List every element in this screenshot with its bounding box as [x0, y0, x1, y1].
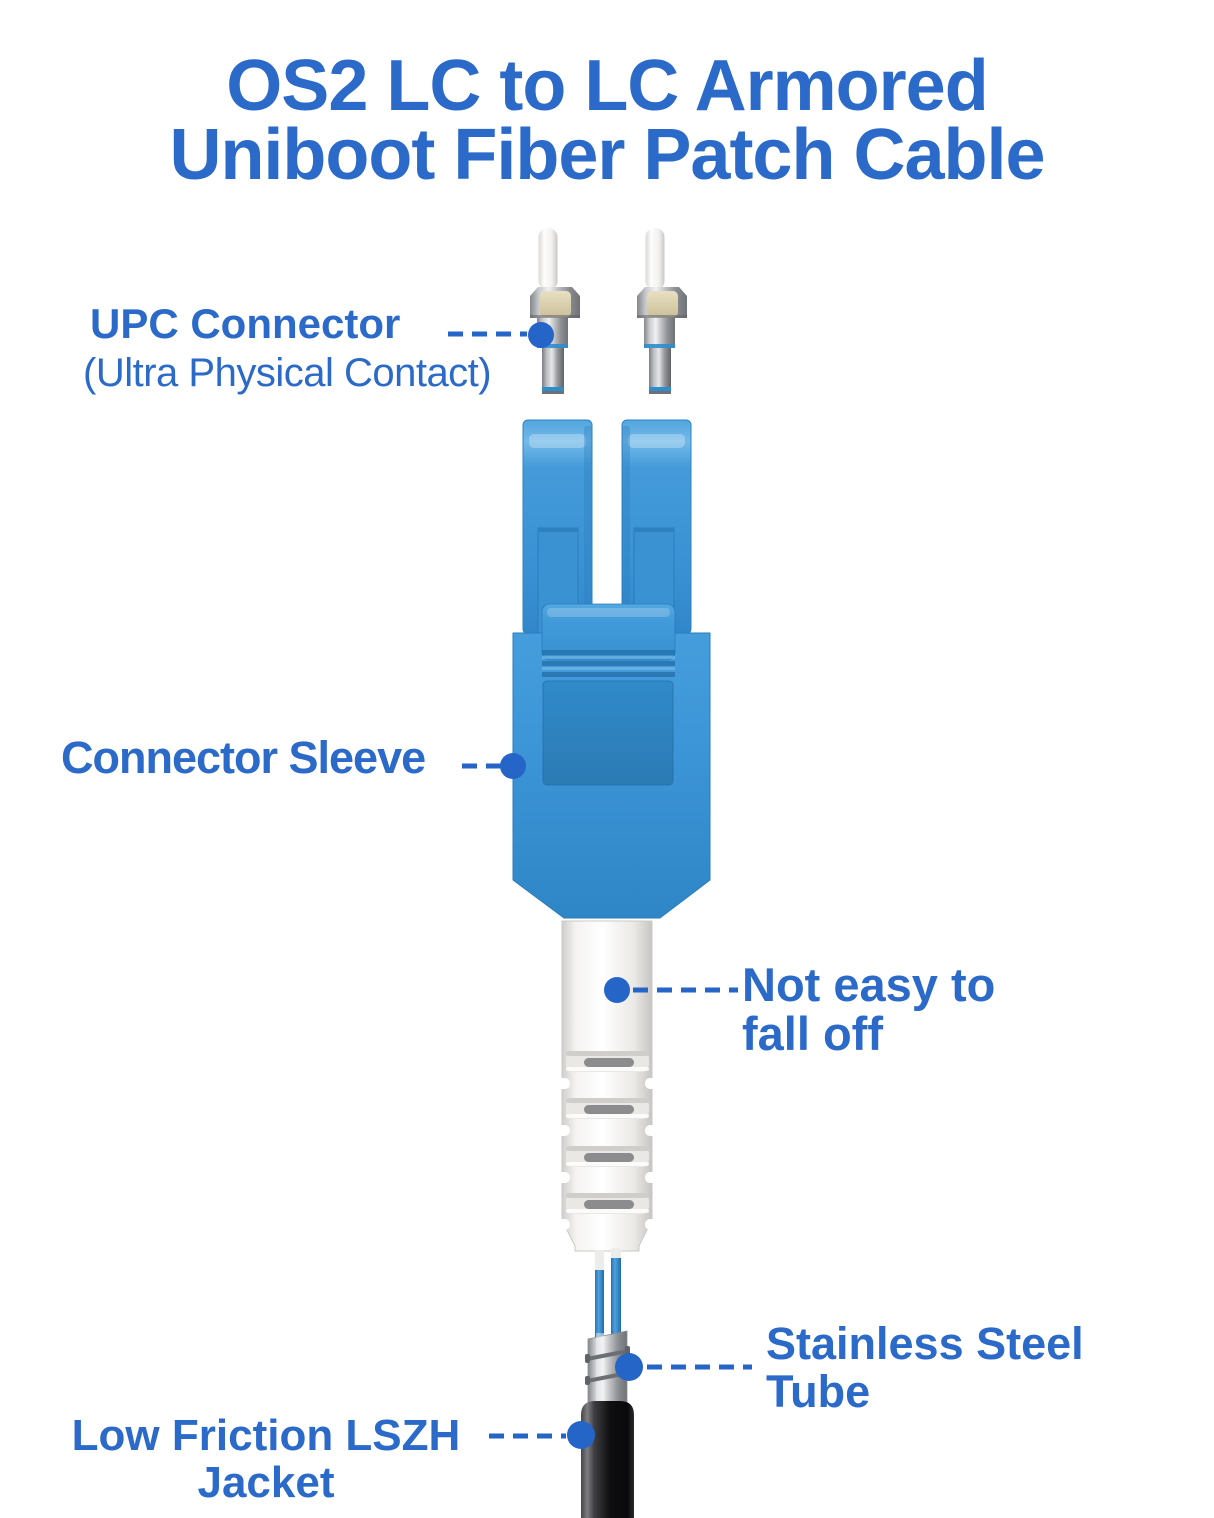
title-line-1: OS2 LC to LC Armored [226, 46, 988, 126]
not-easy-label-line-2: fall off [742, 1007, 883, 1060]
callouts [448, 331, 752, 1439]
title-line-2: Uniboot Fiber Patch Cable [169, 115, 1045, 195]
stainless-steel-tube [585, 1330, 630, 1407]
stainless-steel-tube-label: Stainless Steel Tube [766, 1320, 1084, 1416]
lc-connector-housing [512, 419, 711, 919]
callout-dots [500, 322, 643, 1449]
upc-connector-label-subtitle: (Ultra Physical Contact) [83, 351, 492, 395]
not-easy-to-fall-off-label: Not easy to fall off [742, 960, 995, 1058]
strain-relief-boot [554, 920, 661, 1252]
connector-trigger [541, 603, 676, 786]
tube-label-line-2: Tube [766, 1366, 871, 1417]
tube-callout-dot [615, 1353, 643, 1381]
boot-notches [554, 1078, 661, 1230]
tube-label-line-1: Stainless Steel [766, 1318, 1084, 1369]
sleeve-callout-dot [500, 753, 526, 779]
connector-sleeve-label: Connector Sleeve [61, 732, 426, 783]
lszh-jacket-label: Low Friction LSZH Jacket [40, 1412, 492, 1506]
boot-grooves [566, 1051, 649, 1214]
boot-callout-dot [604, 977, 630, 1003]
jacket-label-line-1: Low Friction LSZH [71, 1411, 461, 1460]
fiber-right [611, 1248, 621, 1403]
upc-connector-label: UPC Connector (Ultra Physical Contact) [83, 300, 492, 396]
ferrule-right [637, 228, 687, 394]
upc-callout-dot [528, 322, 554, 348]
connector-latch-panel [542, 680, 674, 786]
not-easy-label-line-1: Not easy to [742, 958, 996, 1011]
page-title: OS2 LC to LC Armored Uniboot Fiber Patch… [0, 46, 1214, 195]
cable-jacket [581, 1401, 634, 1518]
upc-connector-label-title: UPC Connector [90, 300, 401, 347]
ferrule-left [530, 228, 580, 394]
jacket-label-line-2: Jacket [197, 1458, 335, 1507]
jacket-callout-dot [567, 1421, 595, 1449]
